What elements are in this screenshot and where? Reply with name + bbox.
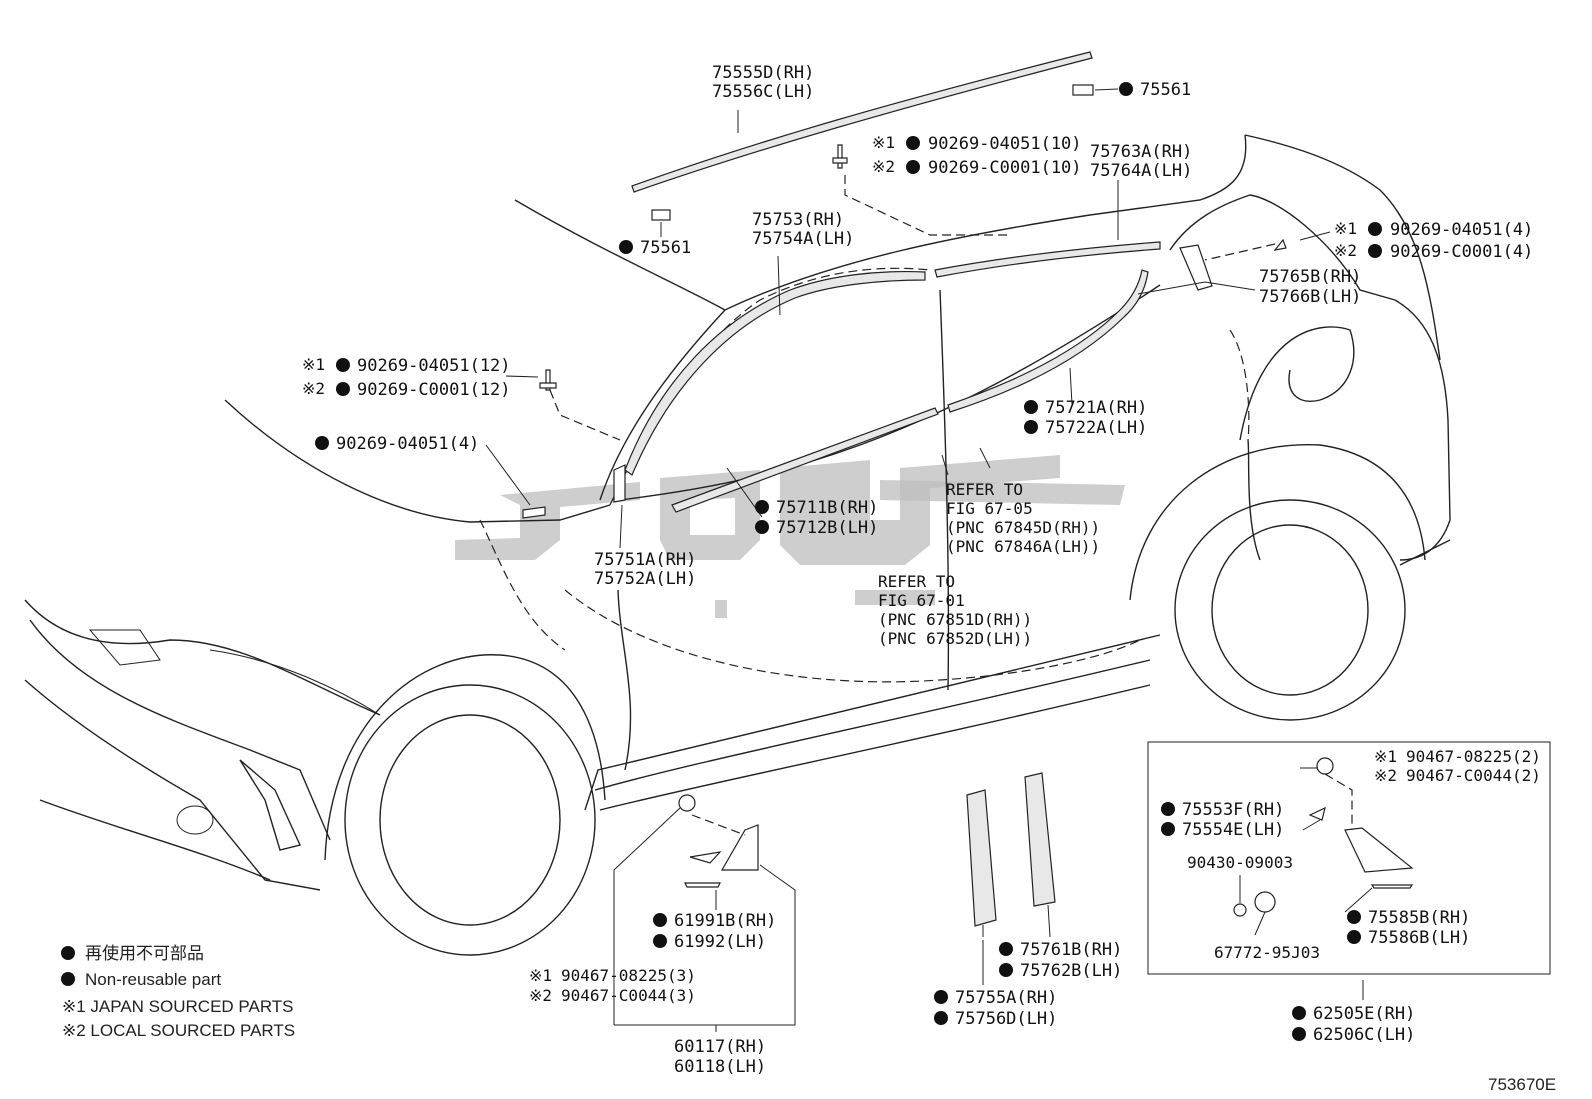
- label-60117: 60117(RH): [674, 1037, 766, 1057]
- mark1-a: ※1: [872, 133, 895, 152]
- label-90269-04051-12: 90269-04051(12): [357, 356, 511, 376]
- mark1-c: ※1: [302, 355, 325, 374]
- label-75555d: 75555D(RH): [712, 63, 814, 83]
- label-90467-c0044-3: 90467-C0044(3): [561, 986, 696, 1005]
- label-90269-c0001-4-r: 90269-C0001(4): [1390, 242, 1533, 262]
- mark2-b: ※2: [1334, 241, 1357, 260]
- label-75756d: 75756D(LH): [955, 1009, 1057, 1029]
- label-61992: 61992(LH): [674, 932, 766, 952]
- label-67772-95j03: 67772-95J03: [1214, 943, 1320, 962]
- label-90467-08225-3: 90467-08225(3): [561, 966, 696, 985]
- label-90430-09003: 90430-09003: [1187, 853, 1293, 872]
- watermark-logo: [455, 455, 1125, 618]
- legend: 再使用不可部品 Non-reusable part ※1 JAPAN SOURC…: [61, 943, 295, 1040]
- label-62506c: 62506C(LH): [1313, 1025, 1415, 1045]
- label-90467-c0044-2: 90467-C0044(2): [1406, 766, 1541, 785]
- label-75722a: 75722A(LH): [1045, 418, 1147, 438]
- ref-fig6705-line1: REFER TO: [946, 480, 1023, 499]
- detail-box: [1147, 741, 1551, 975]
- callout-labels: 75555D(RH) 75556C(LH) 75561 75561 ※1 902…: [302, 63, 1541, 1077]
- label-75554e: 75554E(LH): [1182, 820, 1284, 840]
- ref-fig6705-line2: FIG 67-05: [946, 499, 1033, 518]
- label-75586b: 75586B(LH): [1368, 928, 1470, 948]
- ref-fig6701-line4: (PNC 67852D(LH)): [878, 629, 1032, 648]
- label-90269-c0001-10: 90269-C0001(10): [928, 158, 1082, 178]
- legend-japanese: 再使用不可部品: [85, 943, 204, 963]
- label-75761b: 75761B(RH): [1020, 940, 1122, 960]
- mark2-c: ※2: [302, 379, 325, 398]
- moldings: [522, 51, 1414, 927]
- label-75754a: 75754A(LH): [752, 229, 854, 249]
- label-75764a: 75764A(LH): [1090, 161, 1192, 181]
- label-75561-top: 75561: [1140, 80, 1191, 100]
- label-75766b: 75766B(LH): [1259, 287, 1361, 307]
- label-75762b: 75762B(LH): [1020, 961, 1122, 981]
- label-75763a: 75763A(RH): [1090, 142, 1192, 162]
- label-75556c: 75556C(LH): [712, 82, 814, 102]
- ref-fig6701-line2: FIG 67-01: [878, 591, 965, 610]
- label-75765b: 75765B(RH): [1259, 267, 1361, 287]
- label-75561-left: 75561: [640, 238, 691, 258]
- ref-fig6701-line3: (PNC 67851D(RH)): [878, 610, 1032, 629]
- label-75753: 75753(RH): [752, 210, 844, 230]
- legend-japan-sourced: ※1 JAPAN SOURCED PARTS: [62, 997, 294, 1016]
- label-60118: 60118(LH): [674, 1057, 766, 1077]
- label-75751a: 75751A(RH): [594, 550, 696, 570]
- legend-non-reusable: Non-reusable part: [85, 970, 221, 989]
- label-75585b: 75585B(RH): [1368, 908, 1470, 928]
- label-75553f: 75553F(RH): [1182, 800, 1284, 820]
- label-75752a: 75752A(LH): [594, 569, 696, 589]
- leader-lines: [485, 88, 1373, 1032]
- ref-fig6705-line3: (PNC 67845D(RH)): [946, 518, 1100, 537]
- mark1-e: ※1: [529, 966, 552, 985]
- mark1-d: ※1: [1374, 747, 1397, 766]
- label-75755a: 75755A(RH): [955, 988, 1057, 1008]
- vehicle-body-outline: [24, 134, 1451, 956]
- label-61991b: 61991B(RH): [674, 911, 776, 931]
- figure-code: 753670E: [1488, 1075, 1556, 1094]
- ref-fig6705-line4: (PNC 67846A(LH)): [946, 537, 1100, 556]
- label-90269-04051-4-r: 90269-04051(4): [1390, 220, 1533, 240]
- label-90467-08225-2: 90467-08225(2): [1406, 747, 1541, 766]
- label-75711b: 75711B(RH): [776, 498, 878, 518]
- label-90269-c0001-12: 90269-C0001(12): [357, 380, 511, 400]
- legend-local-sourced: ※2 LOCAL SOURCED PARTS: [62, 1021, 295, 1040]
- label-90269-04051-10: 90269-04051(10): [928, 134, 1082, 154]
- label-75712b: 75712B(LH): [776, 518, 878, 538]
- mark2-a: ※2: [872, 157, 895, 176]
- label-62505e: 62505E(RH): [1313, 1004, 1415, 1024]
- label-90269-04051-4-l: 90269-04051(4): [336, 434, 479, 454]
- label-75721a: 75721A(RH): [1045, 398, 1147, 418]
- mark1-b: ※1: [1334, 219, 1357, 238]
- mark2-d: ※2: [1374, 766, 1397, 785]
- ref-fig6701-line1: REFER TO: [878, 572, 955, 591]
- mark2-e: ※2: [529, 986, 552, 1005]
